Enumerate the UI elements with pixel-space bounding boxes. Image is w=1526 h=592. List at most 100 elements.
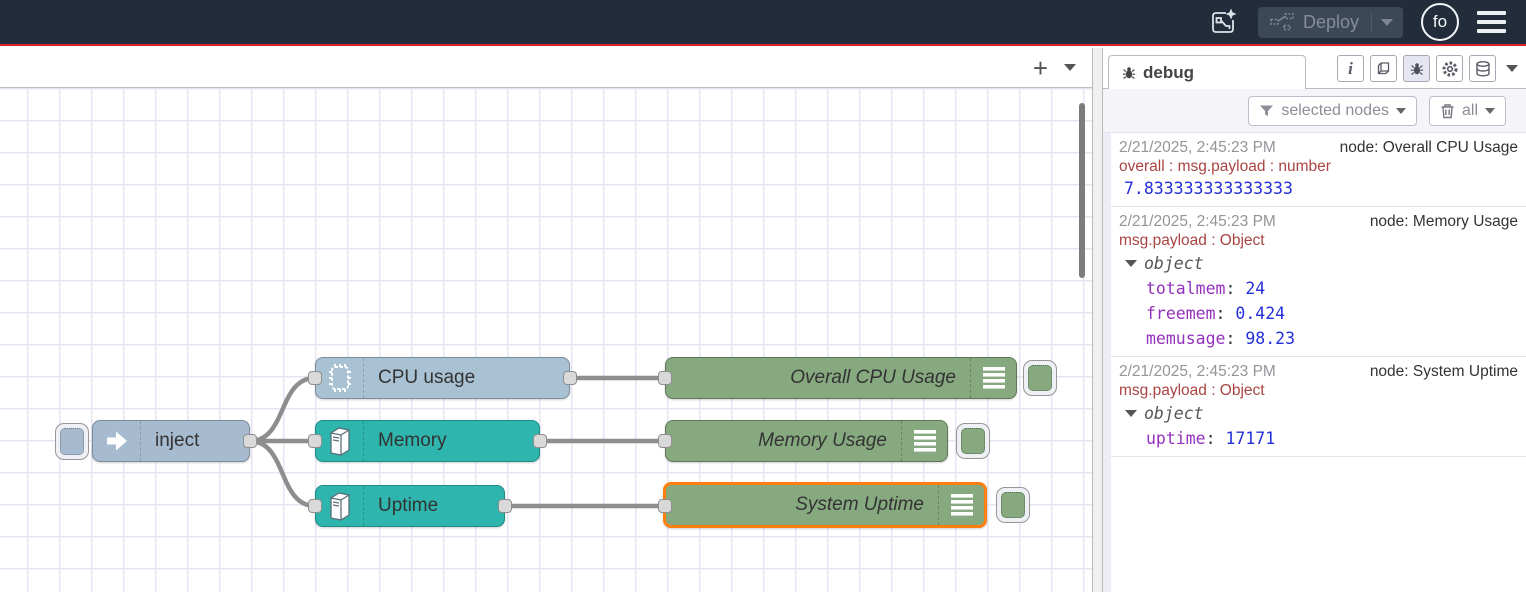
tab-info-button[interactable]: i	[1337, 55, 1364, 82]
clear-chevron-icon	[1485, 107, 1495, 114]
message-meta: msg.payload : Object	[1119, 382, 1265, 399]
main-menu-button[interactable]	[1477, 11, 1506, 33]
port-debug-uptime-in[interactable]	[658, 499, 672, 513]
user-avatar[interactable]: fo	[1421, 3, 1459, 41]
workspace: + in	[0, 48, 1092, 592]
port-uptime-in[interactable]	[308, 499, 322, 513]
message-value: 7.833333333333333	[1124, 179, 1293, 198]
debug-toggle-button-overall-cpu[interactable]	[1023, 360, 1057, 396]
node-label: Uptime	[378, 495, 439, 516]
port-debug-overall-in[interactable]	[658, 371, 672, 385]
node-label: Overall CPU Usage	[790, 367, 956, 388]
deploy-button-label: Deploy	[1302, 11, 1359, 32]
trash-icon	[1440, 103, 1455, 119]
node-label: Memory	[378, 430, 447, 451]
debug-message[interactable]: 2/21/2025, 2:45:23 PM node: Overall CPU …	[1111, 133, 1526, 207]
node-label: CPU usage	[378, 367, 476, 388]
tab-debug[interactable]: debug	[1108, 55, 1306, 89]
clear-messages-label: all	[1461, 101, 1478, 119]
message-timestamp: 2/21/2025, 2:45:23 PM	[1119, 363, 1276, 380]
tab-debug-mini-button[interactable]	[1403, 55, 1430, 82]
message-source-node: node: Overall CPU Usage	[1339, 139, 1518, 156]
message-source-node: node: System Uptime	[1369, 363, 1518, 380]
collapse-caret-icon	[1125, 410, 1137, 417]
wire-inject-cpu[interactable]	[247, 375, 318, 444]
tab-debug-label: debug	[1143, 62, 1194, 82]
message-source-node: node: Memory Usage	[1369, 213, 1518, 230]
object-label: object	[1144, 254, 1204, 273]
hamburger-icon	[1477, 11, 1506, 15]
filter-nodes-button[interactable]: selected nodes	[1248, 95, 1417, 126]
deploy-divider	[1371, 12, 1372, 32]
clear-messages-button[interactable]: all	[1428, 95, 1506, 126]
wire-layer	[247, 375, 668, 509]
database-icon	[1474, 60, 1492, 78]
funnel-icon	[1259, 104, 1274, 118]
port-memory-out[interactable]	[533, 434, 547, 448]
sidebar-resize-handle[interactable]	[1092, 48, 1103, 592]
node-debug-system-uptime[interactable]: System Uptime	[663, 482, 987, 528]
debug-toggle-button-memory-usage[interactable]	[956, 423, 990, 459]
flow-list-chevron-icon[interactable]	[1064, 64, 1076, 71]
filter-chevron-icon	[1395, 107, 1406, 114]
deploy-button[interactable]: Deploy	[1257, 6, 1403, 38]
port-cpu-in[interactable]	[308, 371, 322, 385]
canvas-vertical-scrollbar[interactable]	[1079, 103, 1085, 278]
object-field: uptime: 17171	[1146, 429, 1276, 448]
inject-arrow-icon	[104, 428, 130, 454]
flow-canvas[interactable]: inject CPU usage	[0, 88, 1092, 592]
flow-tab-bar: +	[0, 48, 1092, 88]
node-memory[interactable]: Memory	[315, 420, 540, 462]
filter-nodes-label: selected nodes	[1281, 101, 1389, 119]
ai-assistant-button[interactable]	[1206, 5, 1240, 39]
debug-sidebar: debug i	[1103, 48, 1526, 592]
node-label: inject	[155, 430, 200, 451]
port-inject-out[interactable]	[243, 434, 257, 448]
collapse-caret-icon	[1125, 260, 1137, 267]
object-field: freemem: 0.424	[1146, 304, 1286, 323]
cpu-chip-icon	[325, 362, 355, 394]
tab-config-button[interactable]	[1436, 55, 1463, 82]
info-icon: i	[1348, 58, 1353, 78]
object-expander[interactable]: object	[1119, 250, 1518, 274]
tab-context-button[interactable]	[1469, 55, 1496, 82]
computer-tower-icon	[325, 424, 355, 458]
node-cpu-usage[interactable]: CPU usage	[315, 357, 570, 399]
deploy-dropdown-chevron-icon[interactable]	[1381, 18, 1393, 26]
inject-trigger-button[interactable]	[55, 423, 89, 460]
port-debug-memory-in[interactable]	[658, 434, 672, 448]
port-cpu-out[interactable]	[563, 371, 577, 385]
debug-message-list[interactable]: 2/21/2025, 2:45:23 PM node: Overall CPU …	[1103, 133, 1526, 592]
computer-tower-icon	[325, 489, 355, 523]
debug-console-icon	[913, 428, 937, 454]
flow-sparkle-icon	[1207, 6, 1239, 38]
node-label: System Uptime	[795, 494, 924, 515]
message-timestamp: 2/21/2025, 2:45:23 PM	[1119, 139, 1276, 156]
node-uptime[interactable]: Uptime	[315, 485, 505, 527]
object-expander[interactable]: object	[1119, 400, 1518, 424]
port-memory-in[interactable]	[308, 434, 322, 448]
object-field: memusage: 98.23	[1146, 329, 1296, 348]
node-debug-overall-cpu[interactable]: Overall CPU Usage	[665, 357, 1017, 399]
debug-message[interactable]: 2/21/2025, 2:45:23 PM node: Memory Usage…	[1111, 207, 1526, 357]
sidebar-menu-chevron-icon[interactable]	[1506, 65, 1518, 72]
node-label: Memory Usage	[758, 430, 887, 451]
tab-help-button[interactable]	[1370, 55, 1397, 82]
gear-icon	[1441, 60, 1459, 78]
object-label: object	[1144, 404, 1204, 423]
port-uptime-out[interactable]	[498, 499, 512, 513]
debug-toggle-button-system-uptime[interactable]	[996, 487, 1030, 523]
debug-console-icon	[950, 492, 974, 518]
sidebar-tab-row: debug i	[1103, 48, 1526, 89]
wire-inject-uptime[interactable]	[247, 438, 318, 509]
node-inject[interactable]: inject	[92, 420, 250, 462]
debug-message[interactable]: 2/21/2025, 2:45:23 PM node: System Uptim…	[1111, 357, 1526, 457]
debug-console-icon	[982, 365, 1006, 391]
header-bar: Deploy fo	[0, 0, 1526, 46]
node-debug-memory-usage[interactable]: Memory Usage	[665, 420, 948, 462]
add-flow-button[interactable]: +	[1032, 52, 1048, 83]
object-field: totalmem: 24	[1146, 279, 1266, 298]
avatar-initials: fo	[1432, 12, 1448, 31]
bug-icon	[1121, 65, 1137, 81]
book-icon	[1375, 60, 1392, 77]
